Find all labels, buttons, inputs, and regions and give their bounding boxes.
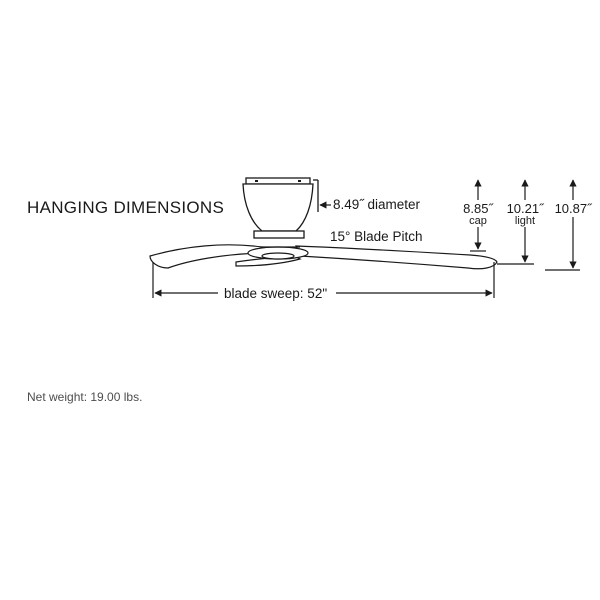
blade-right xyxy=(295,245,498,270)
light-label: light xyxy=(515,215,535,227)
net-weight-text: Net weight: 19.00 lbs. xyxy=(27,390,143,404)
cap-value: 8.85˝ xyxy=(463,201,494,216)
fan-blades xyxy=(149,244,498,270)
light-cap xyxy=(261,252,295,260)
cap-label: cap xyxy=(469,215,487,227)
blade-sweep-label: blade sweep: 52" xyxy=(224,286,327,301)
total-value: 10.87˝ xyxy=(555,201,594,216)
diameter-label: 8.49˝ diameter xyxy=(333,197,421,212)
blade-pitch-label: 15° Blade Pitch xyxy=(330,229,422,244)
height-dimensions xyxy=(470,179,580,271)
fan-housing xyxy=(242,177,319,239)
housing-body xyxy=(242,183,314,232)
light-value: 10.21˝ xyxy=(507,201,546,216)
housing-collar xyxy=(253,230,305,239)
blade-left xyxy=(149,244,263,269)
blade-sweep-dimension xyxy=(152,262,495,298)
diagram-heading: HANGING DIMENSIONS xyxy=(27,198,225,217)
